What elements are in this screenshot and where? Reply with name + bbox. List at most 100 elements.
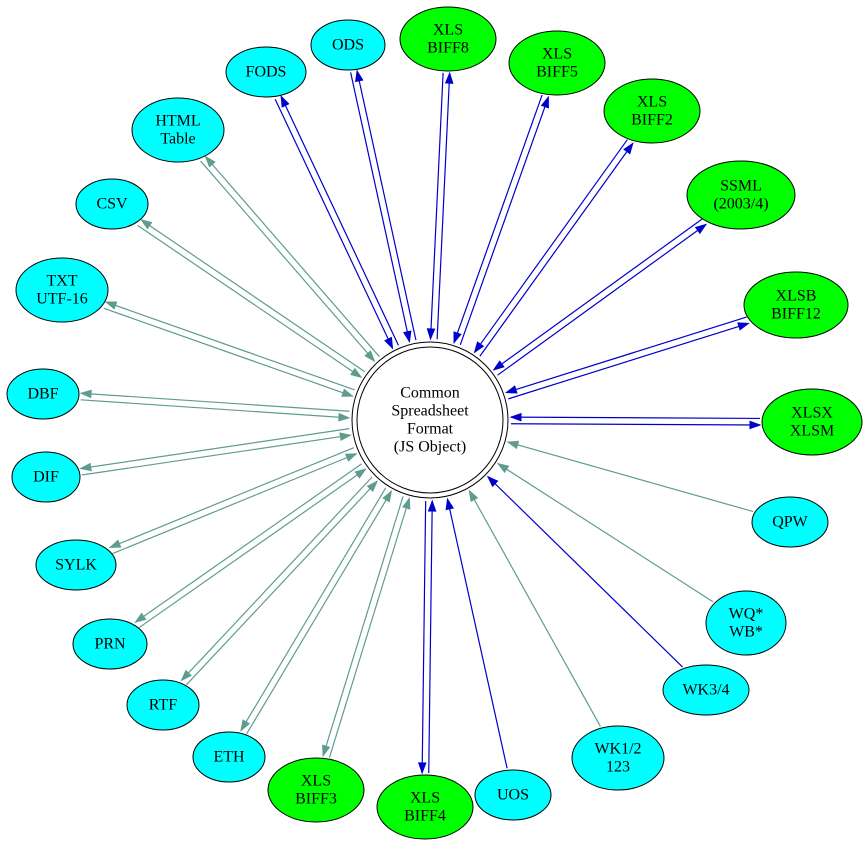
edge-csv-in xyxy=(137,224,362,378)
edge-rtf-in xyxy=(185,480,378,686)
node-rtf xyxy=(126,679,200,731)
node-eth-label: ETH xyxy=(213,749,245,766)
center-node-inner-circle xyxy=(356,346,504,494)
arrowhead-dif-out xyxy=(79,462,92,472)
edge-xls-biff5-out xyxy=(459,96,549,345)
edge-prn-out xyxy=(135,463,363,623)
node-dif xyxy=(11,451,81,503)
edge-ods-out xyxy=(356,70,417,341)
node-xls-biff4 xyxy=(376,774,474,840)
node-html-table-label: Table xyxy=(160,131,195,148)
arrowhead-qpw-in xyxy=(506,440,520,450)
node-dbf xyxy=(6,368,80,420)
node-html-table-label: HTML xyxy=(155,113,200,130)
node-xls-biff2-label: BIFF2 xyxy=(631,112,673,129)
node-xls-biff4-label: XLS xyxy=(410,790,440,807)
edge-ssml-in xyxy=(493,218,703,371)
node-xls-biff3 xyxy=(267,757,365,823)
node-xlsx xyxy=(761,388,863,456)
arrowhead-xls-biff3-in xyxy=(402,496,411,510)
node-fods-label: FODS xyxy=(246,64,287,81)
edge-csv-out xyxy=(140,219,366,373)
arrowhead-wk12-123-in xyxy=(468,489,479,503)
edge-wk34-in xyxy=(487,476,684,668)
edge-wq-wb-in xyxy=(497,463,714,603)
arrowhead-ssml-in xyxy=(492,360,505,371)
edge-sylk-out xyxy=(109,447,355,549)
node-qpw-label: QPW xyxy=(772,514,808,531)
edge-xls-biff3-in xyxy=(328,498,410,758)
edge-fods-out xyxy=(280,96,399,346)
edge-xls-biff3-out xyxy=(322,496,404,756)
node-xls-biff4-label: BIFF4 xyxy=(404,808,446,825)
arrowhead-rtf-out xyxy=(180,669,192,682)
node-xls-biff8-label: BIFF8 xyxy=(427,40,469,57)
arrowhead-xlsb-out xyxy=(737,322,750,331)
edge-txt-utf16-out xyxy=(105,301,355,391)
arrowhead-html-table-out xyxy=(204,155,216,168)
arrowhead-uos-in xyxy=(445,497,454,511)
node-sylk-label: SYLK xyxy=(55,557,97,574)
node-txt-utf16-label: UTF-16 xyxy=(36,291,88,308)
arrowhead-eth-out xyxy=(240,719,251,732)
node-csv-label: CSV xyxy=(96,196,128,213)
node-prn-label: PRN xyxy=(94,636,126,653)
edge-xlsb-in xyxy=(506,316,747,394)
center-node-label: Spreadsheet xyxy=(391,403,469,420)
edge-fods-in xyxy=(274,98,394,349)
node-dbf-label: DBF xyxy=(27,386,58,403)
arrowhead-xlsb-in xyxy=(504,385,518,394)
node-xlsx-label: XLSX xyxy=(791,405,833,422)
arrowhead-xls-biff3-out xyxy=(322,744,331,758)
node-xls-biff3-label: BIFF3 xyxy=(295,791,337,808)
arrowhead-xls-biff4-in xyxy=(427,499,437,512)
edge-xls-biff4-in xyxy=(428,501,433,774)
node-wq-wb-label: WQ* xyxy=(729,606,764,623)
node-wq-wb xyxy=(705,590,787,656)
center-node-label: Common xyxy=(400,385,460,402)
edge-xlsx-out xyxy=(510,423,760,426)
center-node-label: Format xyxy=(407,421,454,438)
edge-prn-in xyxy=(138,468,366,629)
edge-xls-biff5-in xyxy=(453,94,543,343)
node-txt-utf16-label: TXT xyxy=(46,273,77,290)
arrowhead-xls-biff5-out xyxy=(540,95,549,109)
node-xls-biff8 xyxy=(399,6,497,72)
node-txt-utf16 xyxy=(15,257,109,323)
node-ods-label: ODS xyxy=(332,37,364,54)
arrowhead-txt-utf16-in xyxy=(341,388,354,397)
node-rtf-label: RTF xyxy=(149,697,177,714)
arrowhead-sylk-in xyxy=(344,453,358,462)
edge-sylk-in xyxy=(112,453,357,555)
node-xls-biff2-label: XLS xyxy=(637,94,667,111)
arrowhead-ods-in xyxy=(403,330,412,344)
edge-xls-biff8-out xyxy=(436,73,451,340)
arrowhead-wq-wb-in xyxy=(496,462,510,474)
edge-uos-in xyxy=(446,498,508,769)
edge-html-table-out xyxy=(205,156,380,358)
edge-txt-utf16-in xyxy=(103,307,353,397)
arrowhead-xls-biff2-out xyxy=(623,142,634,155)
arrowhead-csv-in xyxy=(350,367,363,379)
edge-html-table-in xyxy=(200,160,375,362)
node-ssml xyxy=(686,160,796,230)
edge-xls-biff2-in xyxy=(474,139,628,353)
edge-eth-out xyxy=(240,487,387,731)
arrowhead-xlsx-out xyxy=(749,420,762,430)
center-node-label: (JS Object) xyxy=(394,439,466,456)
arrowhead-rtf-in xyxy=(366,480,379,492)
arrowhead-xls-biff2-in xyxy=(473,341,485,354)
arrowhead-html-table-in xyxy=(364,350,376,363)
edge-wk12-123-in xyxy=(468,490,601,727)
node-xlsx-label: XLSM xyxy=(790,423,834,440)
node-uos-label: UOS xyxy=(497,787,529,804)
node-wk12-123-label: 123 xyxy=(606,759,630,776)
node-xlsb-label: BIFF12 xyxy=(771,306,821,323)
edge-xls-biff8-in xyxy=(429,72,444,339)
arrowhead-dif-in xyxy=(339,432,352,441)
arrowhead-xls-biff8-in xyxy=(426,328,436,341)
edge-dbf-out xyxy=(81,392,350,412)
node-xls-biff5 xyxy=(508,30,606,96)
arrowhead-eth-in xyxy=(382,489,393,503)
